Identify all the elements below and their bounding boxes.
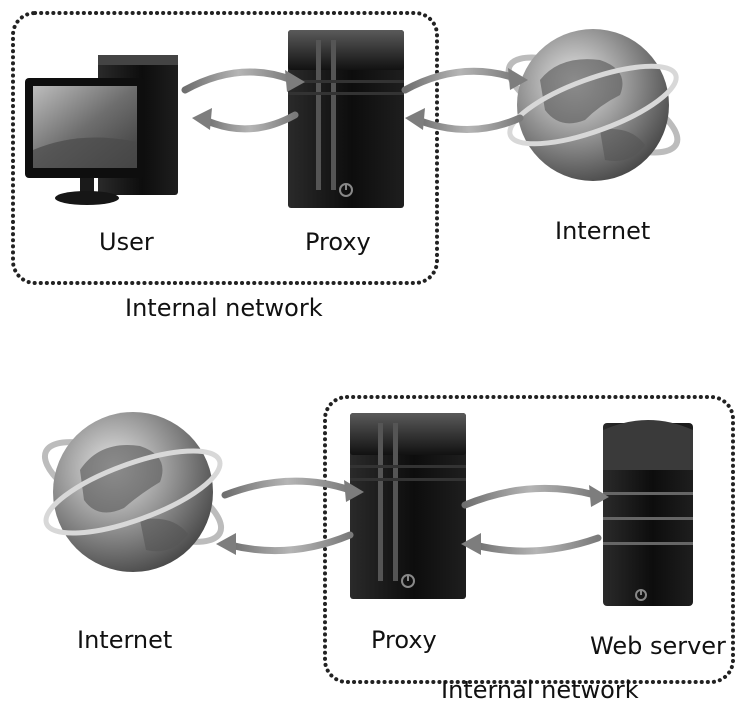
bottom-arrows-internet-proxy xyxy=(216,477,364,555)
web-server-icon xyxy=(603,420,693,606)
bottom-proxy-label: Proxy xyxy=(371,626,437,654)
top-internet-globe-icon xyxy=(505,29,681,181)
web-server-label: Web server xyxy=(590,632,726,660)
top-proxy-server-icon xyxy=(288,30,404,208)
top-proxy-label: Proxy xyxy=(305,228,371,256)
user-computer-icon xyxy=(25,55,178,205)
top-internal-network-border xyxy=(11,11,439,285)
user-label: User xyxy=(99,228,154,256)
bottom-network-label: Internal network xyxy=(441,676,639,704)
bottom-arrows-proxy-webserver xyxy=(461,484,609,555)
bottom-proxy-server-icon xyxy=(350,413,466,599)
top-network-label: Internal network xyxy=(125,294,323,322)
top-arrows-user-proxy xyxy=(181,68,305,133)
top-arrows-proxy-internet xyxy=(401,67,528,134)
top-internet-label: Internet xyxy=(555,217,651,245)
bottom-internal-network-border xyxy=(323,395,735,684)
bottom-internet-globe-icon xyxy=(41,412,225,572)
bottom-internet-label: Internet xyxy=(77,626,173,654)
